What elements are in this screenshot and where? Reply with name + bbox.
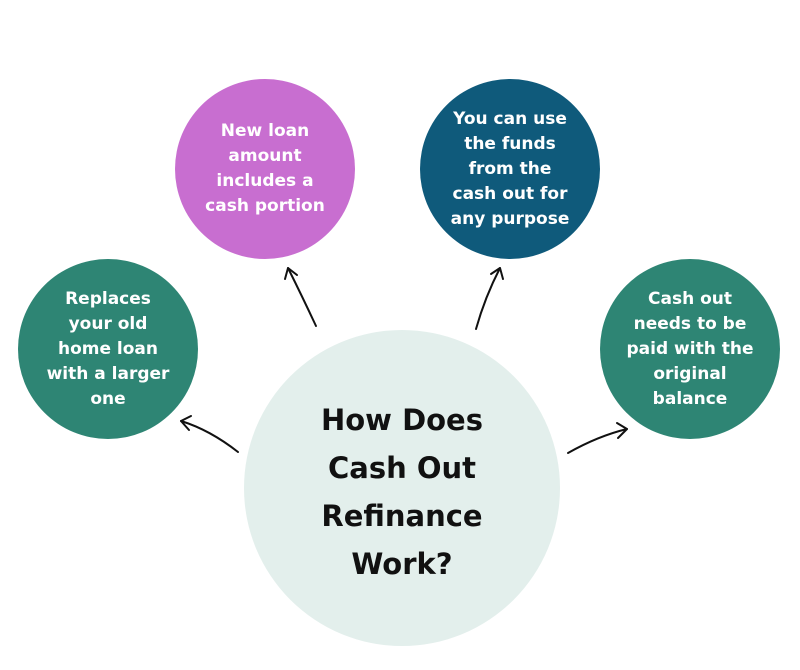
arrowhead-right: [616, 422, 628, 439]
arrow-to-right: [567, 428, 628, 454]
node-new-loan-amount: New loan amount includes a cash portion: [175, 79, 355, 259]
node-new-loan-amount-label: New loan amount includes a cash portion: [205, 121, 325, 216]
center-title: How Does Cash Out Refinance Work?: [320, 403, 483, 581]
node-use-funds: You can use the funds from the cash out …: [420, 79, 600, 259]
node-cash-out-paid-label: Cash out needs to be paid with the origi…: [626, 288, 754, 409]
arrowhead-top-left: [284, 267, 298, 280]
arrowhead-top-right: [490, 267, 504, 280]
node-replaces-loan: Replaces your old home loan with a large…: [18, 259, 198, 439]
node-use-funds-label: You can use the funds from the cash out …: [450, 108, 570, 229]
node-replaces-loan-label: Replaces your old home loan with a large…: [46, 288, 170, 409]
node-cash-out-paid: Cash out needs to be paid with the origi…: [600, 259, 780, 439]
center-node: How Does Cash Out Refinance Work?: [244, 330, 560, 646]
arrow-to-left: [180, 420, 239, 453]
arrow-to-top-right: [475, 267, 501, 330]
arrowhead-left: [180, 415, 192, 431]
arrow-to-top-left: [287, 267, 317, 327]
